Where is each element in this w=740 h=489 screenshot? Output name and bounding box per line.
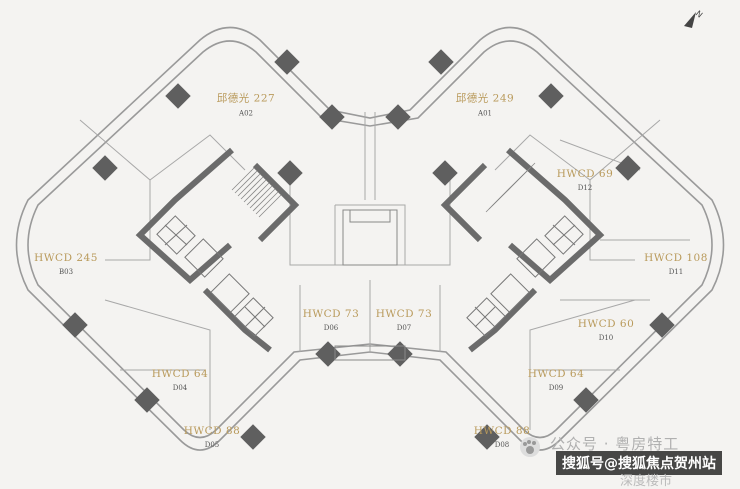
column-8 [62, 312, 88, 338]
stair-tread [512, 162, 536, 186]
column-12 [240, 424, 266, 450]
unit-d04: HWCD 64 D04 [152, 368, 209, 392]
unit-code: D10 [598, 334, 614, 342]
unit-name: HWCD 88 [473, 425, 531, 437]
unit-a02: 邱德光 227 A02 [217, 91, 275, 118]
unit-d11: HWCD 108 D11 [644, 252, 708, 276]
building-outline [15, 26, 725, 451]
stair-tread [252, 188, 276, 212]
column-16 [432, 160, 458, 186]
stairs [231, 162, 536, 218]
watermark-wechat: 公众号 · 粤房特工 [550, 435, 680, 453]
column-2 [319, 104, 345, 130]
column-0 [165, 83, 191, 109]
unit-name: HWCD 60 [577, 318, 635, 330]
paw-logo-icon [520, 437, 540, 457]
unit-code: B03 [58, 268, 74, 276]
unit-code: D12 [577, 184, 593, 192]
floor-plan: 邱德光 227 A02 邱德光 249 A01 HWCD 245 B03 HWC… [15, 9, 725, 489]
unit-name: HWCD 73 [302, 308, 360, 320]
unit-d07: HWCD 73 D07 [376, 308, 433, 332]
column-7 [615, 155, 641, 181]
elevator-shafts [156, 215, 584, 337]
unit-code: D06 [323, 324, 339, 332]
unit-d06: HWCD 73 D06 [303, 308, 360, 332]
unit-code: A02 [239, 109, 253, 118]
core-walls [135, 147, 605, 353]
column-17 [277, 160, 303, 186]
unit-d09: HWCD 64 D09 [528, 368, 585, 392]
unit-b03: HWCD 245 B03 [34, 252, 98, 276]
stair-tread [237, 173, 261, 197]
column-5 [538, 83, 564, 109]
unit-d05: HWCD 88 D05 [184, 425, 241, 449]
stair-tread [231, 167, 255, 191]
watermark-footer: 深度楼市 [620, 474, 673, 489]
column-6 [92, 155, 118, 181]
unit-name: HWCD 108 [644, 252, 708, 264]
column-13 [474, 424, 500, 450]
unit-name: HWCD 88 [183, 425, 241, 437]
stair-tread [249, 185, 273, 209]
unit-name: 邱德光 249 [455, 92, 515, 105]
stair-tread [240, 176, 264, 200]
column-3 [385, 104, 411, 130]
unit-code: D09 [548, 384, 564, 392]
unit-code: D04 [172, 384, 188, 392]
stair-tread [234, 170, 258, 194]
unit-code: D05 [204, 441, 220, 449]
stair-tread [255, 191, 279, 215]
unit-name: HWCD 64 [527, 368, 585, 380]
unit-d08: HWCD 88 D08 [474, 425, 531, 449]
column-15 [387, 341, 413, 367]
central-lobby [334, 209, 406, 361]
column-9 [649, 312, 675, 338]
unit-name: HWCD 73 [375, 308, 433, 320]
north-arrow-icon: N [684, 9, 704, 28]
watermark-sohu: 搜狐号@搜狐焦点贺州站 [556, 451, 722, 475]
compass-letter: N [694, 9, 704, 20]
stair-tread [243, 179, 267, 203]
column-10 [134, 387, 160, 413]
unit-a01: 邱德光 249 A01 [456, 91, 514, 118]
column-4 [428, 49, 454, 75]
column-11 [573, 387, 599, 413]
unit-name: HWCD 69 [556, 168, 614, 180]
unit-code: A01 [478, 109, 492, 118]
unit-d10: HWCD 60 D10 [578, 318, 635, 342]
unit-code: D07 [396, 324, 412, 332]
unit-d12: HWCD 69 D12 [557, 168, 614, 192]
column-14 [315, 341, 341, 367]
unit-name: HWCD 64 [151, 368, 209, 380]
column-1 [274, 49, 300, 75]
unit-code: D11 [668, 268, 684, 276]
stair-tread [258, 194, 282, 218]
stair-tread [246, 182, 270, 206]
unit-code: D08 [494, 441, 510, 449]
unit-name: 邱德光 227 [216, 92, 276, 105]
floor-plan-drawing [15, 26, 725, 451]
structural-columns [62, 49, 675, 450]
unit-name: HWCD 245 [34, 252, 98, 264]
